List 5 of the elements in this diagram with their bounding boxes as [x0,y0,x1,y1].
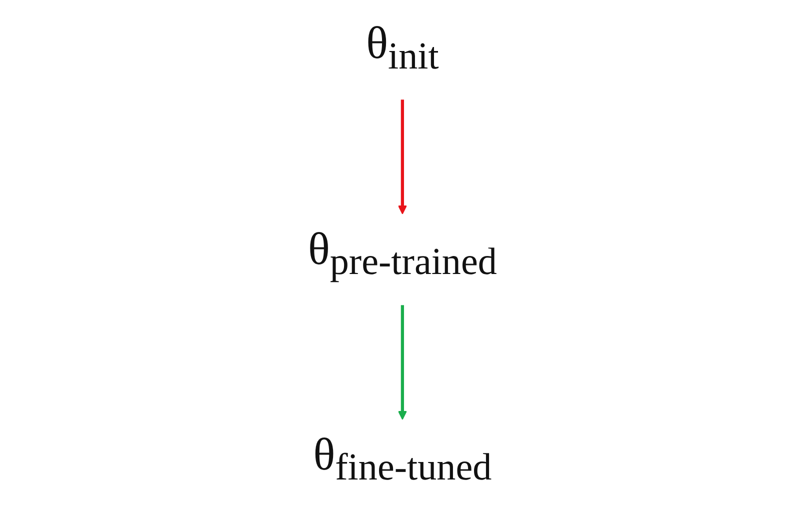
node-text: θ$_{fine-tuned}$ [313,428,492,488]
node-text: θ$_{init}$ [366,18,439,77]
arrow [398,305,408,420]
arrow [398,100,408,214]
node-text: θ$_{pre-trained}$ [308,223,497,282]
